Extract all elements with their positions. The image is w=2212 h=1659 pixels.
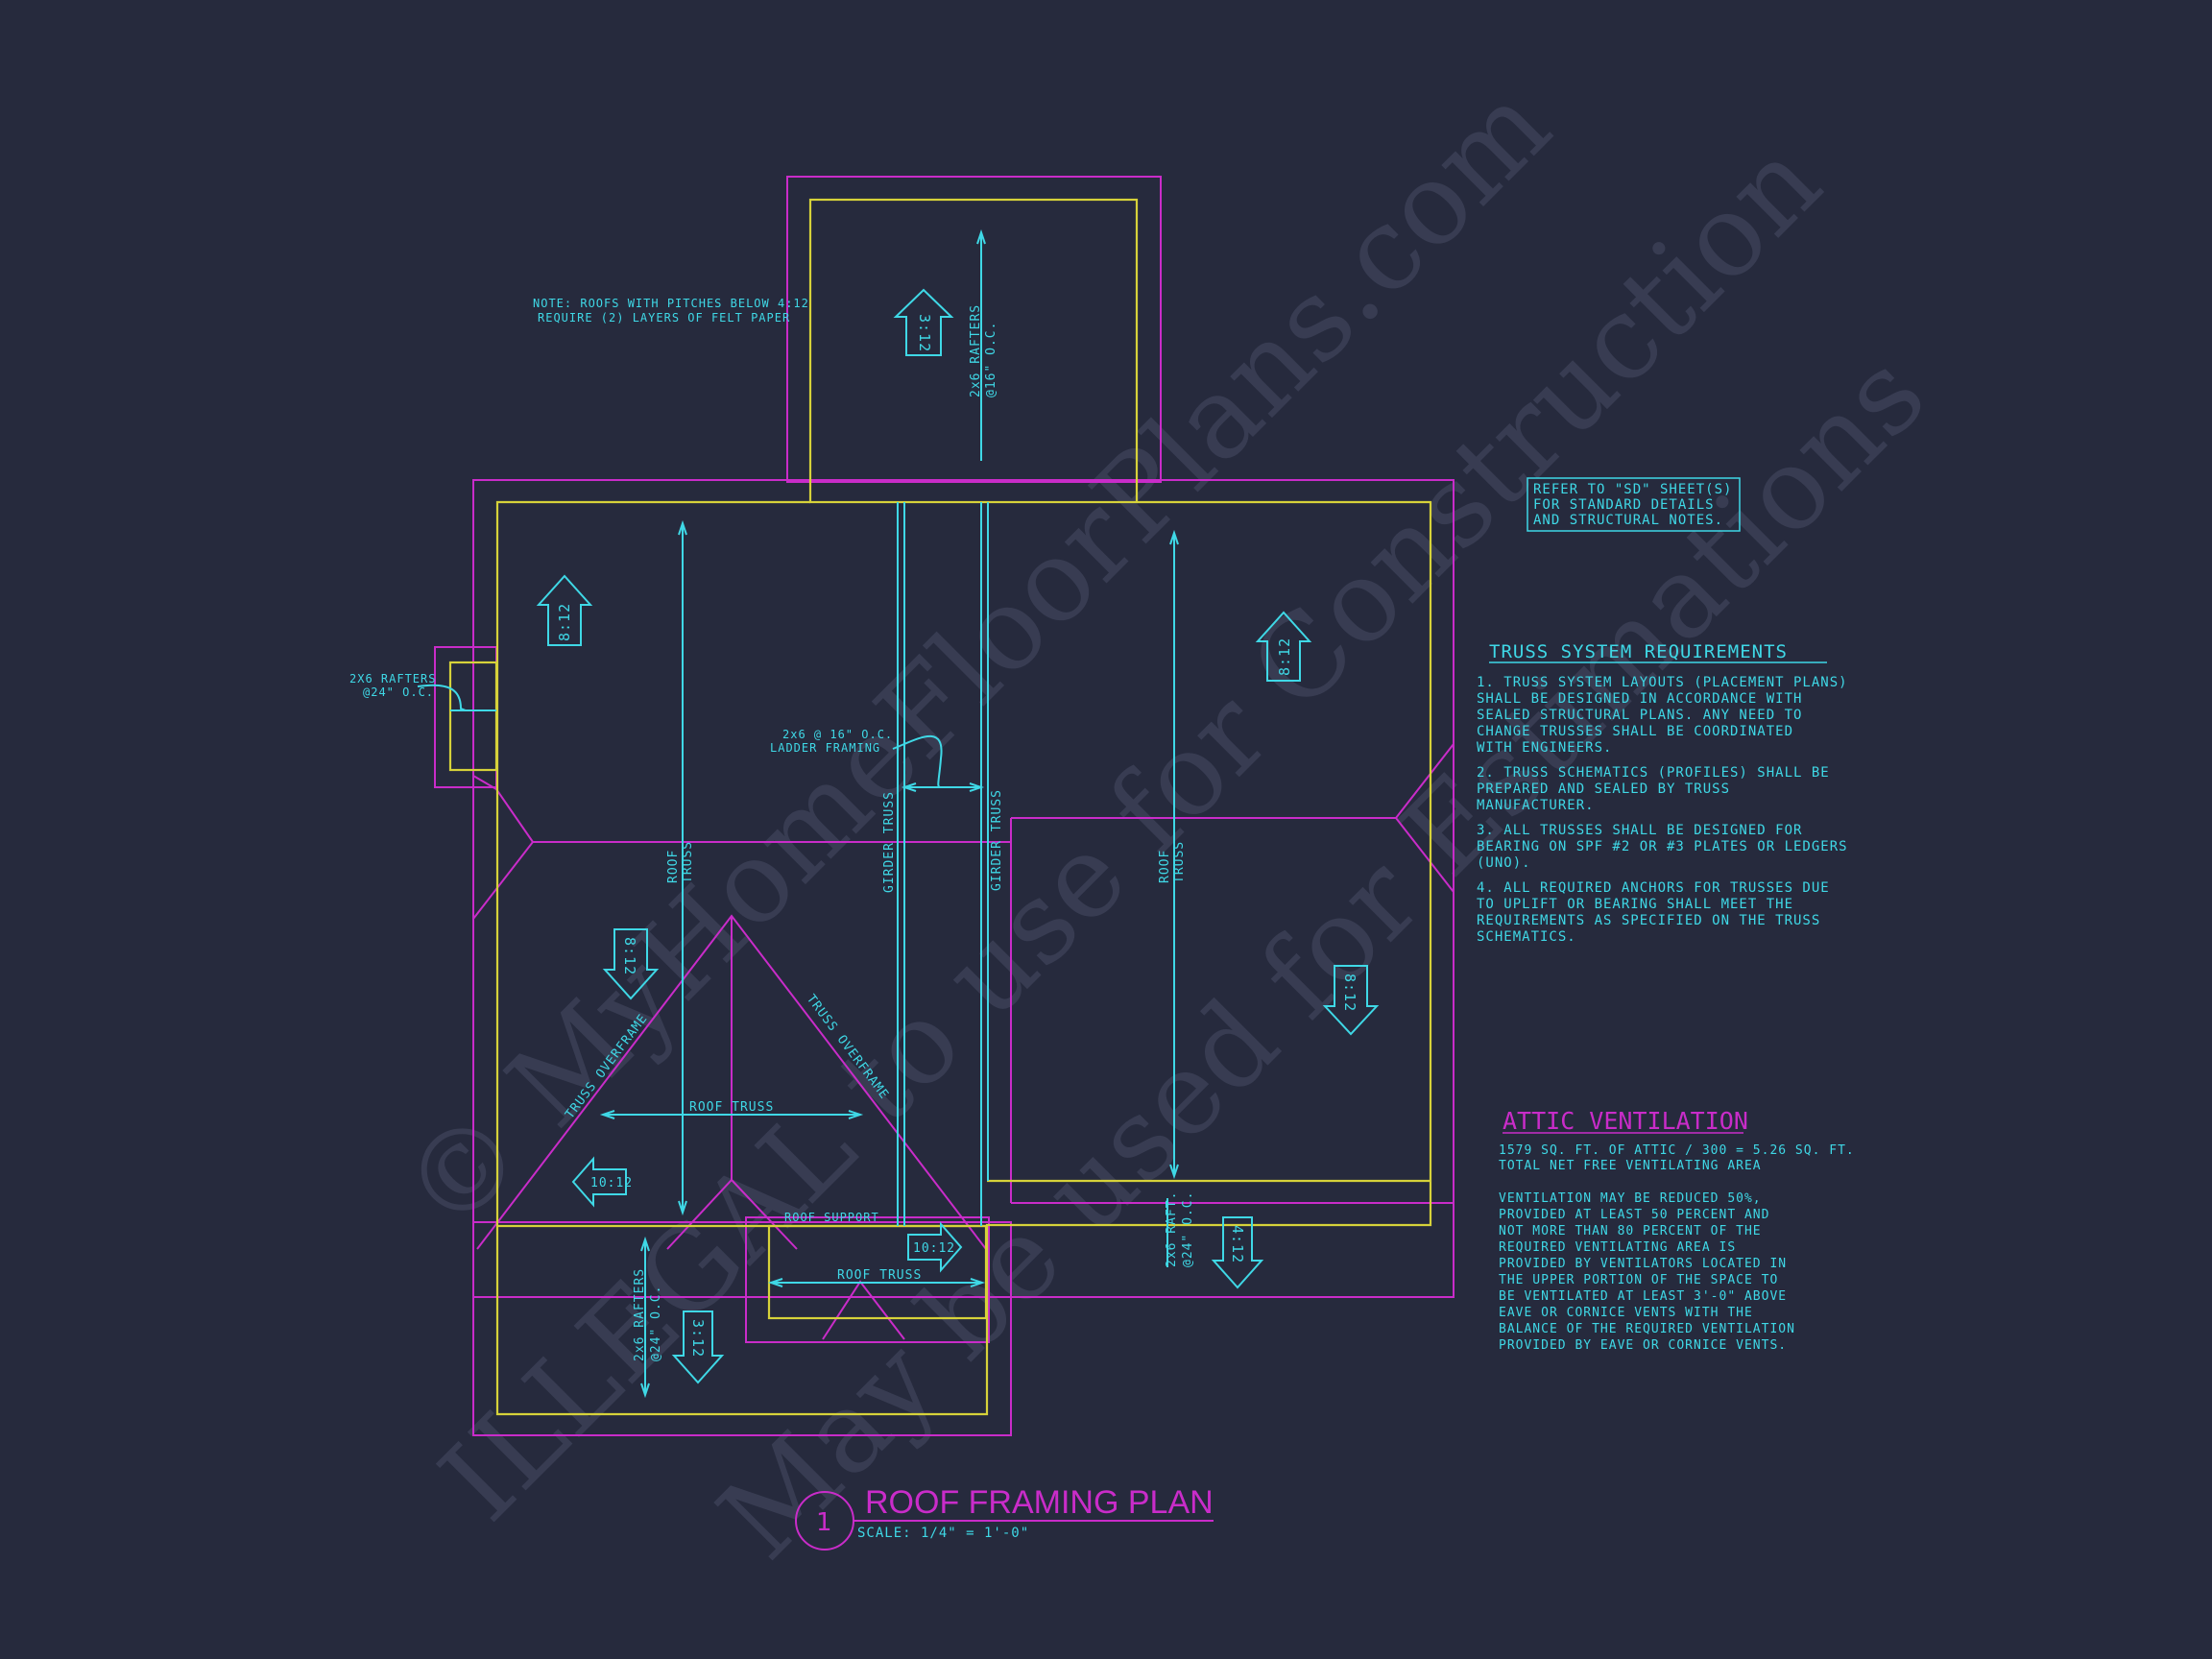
girder-truss-right-label: GIRDER TRUSS [990, 789, 1004, 891]
rafters-24-left-label: 2X6 RAFTERS @24" O.C. [349, 672, 445, 699]
drawing-title: ROOF FRAMING PLAN [865, 1484, 1214, 1521]
refer-sd-note: REFER TO "SD" SHEET(S) FOR STANDARD DETA… [1527, 477, 1742, 532]
drawing-number: 1 [816, 1508, 832, 1537]
drawing-scale: SCALE: 1/4" = 1'-0" [857, 1526, 1029, 1541]
truss-requirement-2: 2. TRUSS SCHEMATICS (PROFILES) SHALL BE … [1477, 765, 1839, 813]
rafters-16-label: 2x6 RAFTERS @16" O.C. [969, 296, 998, 397]
raft-24-right-label: 2x6 RAFT. @24" O.C. [1165, 1183, 1195, 1267]
pitch-label: 10:12 [913, 1241, 955, 1256]
pitch-label: 4:12 [1229, 1225, 1246, 1263]
pitch-label: 3:12 [689, 1319, 707, 1358]
felt-paper-note: NOTE: ROOFS WITH PITCHES BELOW 4:12 REQU… [533, 297, 817, 325]
pitch-label: 8:12 [556, 603, 573, 641]
pitch-arrow-right-upper: 8:12 [1255, 611, 1312, 682]
pitch-arrow-10-12-right: 10:12 [907, 1221, 963, 1273]
watermark-line-3: May be used for Estimations [693, 327, 1950, 1584]
truss-requirement-3: 3. ALL TRUSSES SHALL BE DESIGNED FOR BEA… [1477, 823, 1857, 871]
girder-truss-left-label: GIRDER TRUSS [882, 791, 897, 893]
framing-lines [417, 228, 1179, 1399]
pitch-label: 10:12 [590, 1176, 633, 1190]
refer-sd-text: REFER TO "SD" SHEET(S) FOR STANDARD DETA… [1533, 482, 1742, 528]
pitch-arrow-10-12-left: 10:12 [571, 1156, 633, 1208]
pitch-arrow-top: 3:12 [893, 288, 954, 356]
roof-support-label: ROOF SUPPORT [784, 1211, 879, 1224]
roof-outline [434, 176, 1455, 1436]
truss-requirement-1: 1. TRUSS SYSTEM LAYOUTS (PLACEMENT PLANS… [1477, 675, 1857, 756]
pitch-arrows: 3:12 8:12 8:12 8:12 8:12 10:12 10:12 3: [536, 288, 1380, 1384]
truss-requirements: TRUSS SYSTEM REQUIREMENTS 1. TRUSS SYSTE… [1477, 641, 1857, 945]
pitch-label: 8:12 [621, 937, 638, 975]
pitch-arrow-left-upper: 8:12 [536, 574, 593, 646]
roof-truss-left-vertical-label: ROOF TRUSS [666, 841, 695, 883]
truss-requirement-4: 4. ALL REQUIRED ANCHORS FOR TRUSSES DUE … [1477, 880, 1839, 945]
roof-truss-horizontal-label: ROOF TRUSS [689, 1100, 774, 1115]
attic-ventilation: ATTIC VENTILATION 1579 SQ. FT. OF ATTIC … [1499, 1107, 1863, 1353]
pitch-label: 8:12 [1341, 974, 1358, 1012]
attic-body: VENTILATION MAY BE REDUCED 50%, PROVIDED… [1499, 1191, 1804, 1353]
drawing-title-block: 1 ROOF FRAMING PLAN SCALE: 1/4" = 1'-0" [795, 1484, 1214, 1551]
attic-ventilation-heading: ATTIC VENTILATION [1503, 1107, 1748, 1135]
wall-outline [448, 198, 1432, 1416]
roof-truss-right-vertical-label: ROOF TRUSS [1158, 841, 1187, 883]
pitch-arrow-left-lower: 8:12 [602, 928, 660, 1000]
rafters-24-bottom-label: 2x6 RAFTERS @24" O.C. [633, 1260, 663, 1361]
ladder-framing-label: 2x6 @ 16" O.C. LADDER FRAMING [770, 728, 901, 755]
pitch-arrow-4-12: 4:12 [1211, 1216, 1264, 1289]
pitch-label: 8:12 [1276, 637, 1293, 676]
pitch-arrow-right-lower: 8:12 [1322, 965, 1380, 1036]
truss-requirements-heading: TRUSS SYSTEM REQUIREMENTS [1489, 641, 1788, 662]
roof-truss-lower-label: ROOF TRUSS [837, 1268, 922, 1283]
attic-calc: 1579 SQ. FT. OF ATTIC / 300 = 5.26 SQ. F… [1499, 1143, 1863, 1173]
pitch-label: 3:12 [916, 314, 933, 352]
pitch-arrow-bottom-left: 3:12 [671, 1310, 725, 1384]
watermark: © MyHomeFloorPlans.com ILLEGAL to use fo… [376, 60, 1950, 1584]
